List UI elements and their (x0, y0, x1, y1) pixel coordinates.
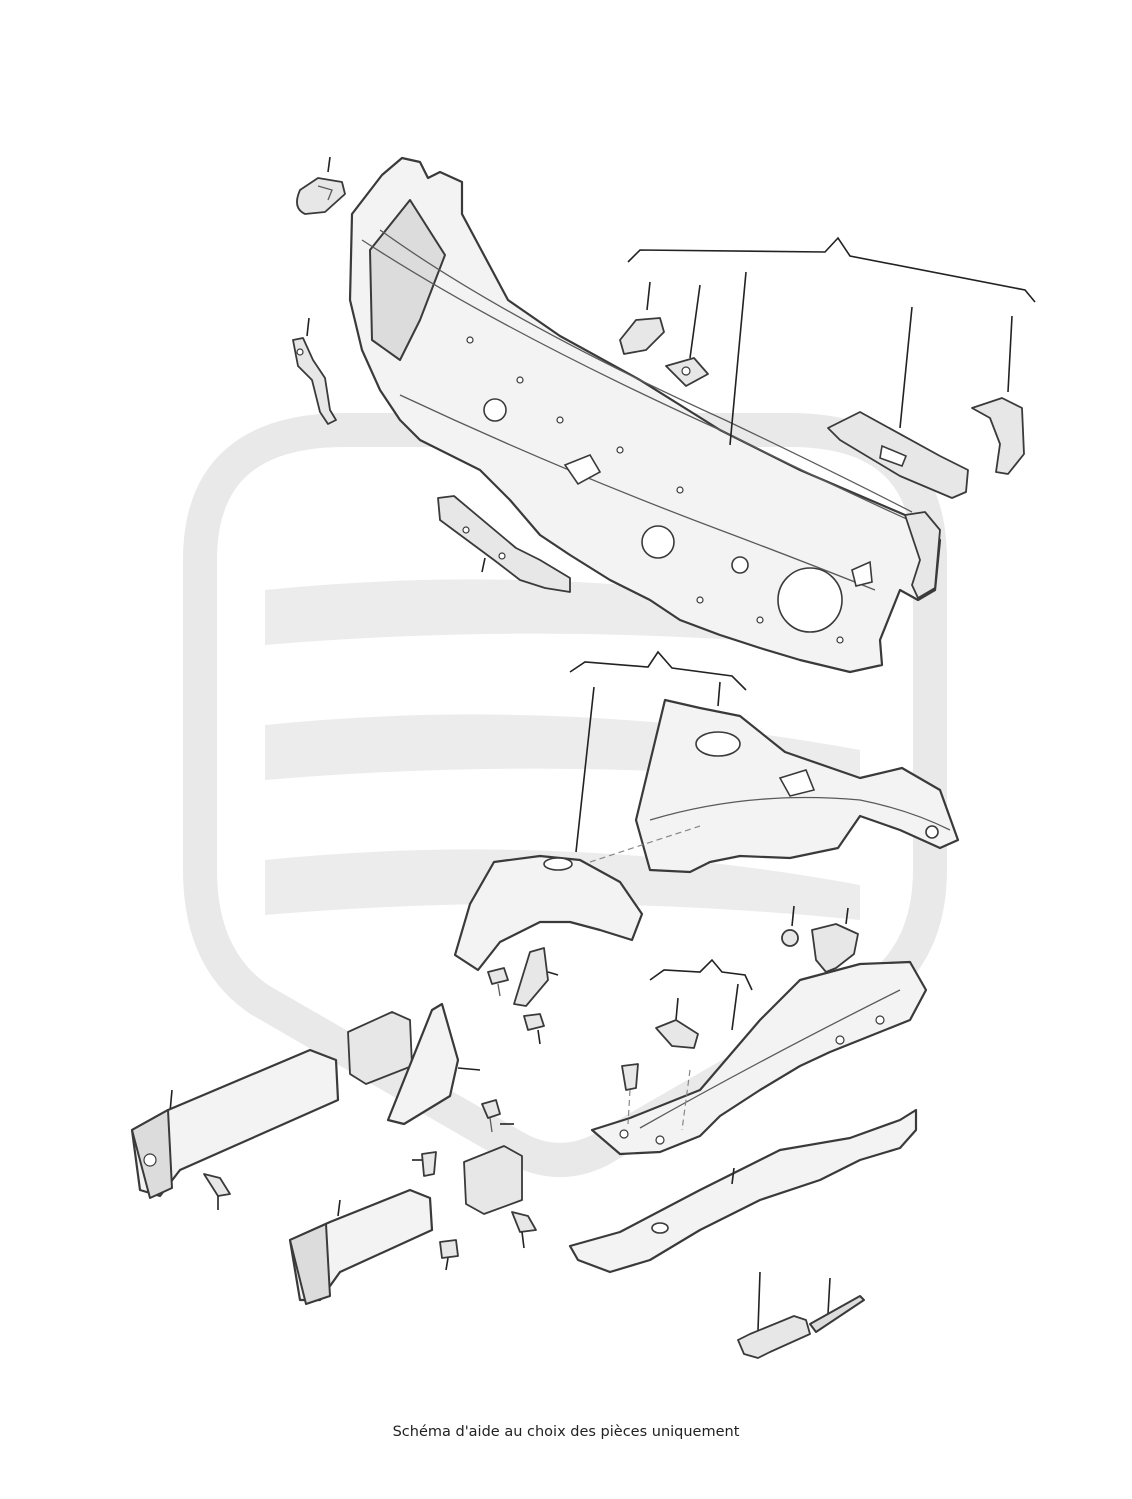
rivet-i[interactable] (439, 1239, 459, 1271)
nut-plate[interactable] (665, 357, 709, 387)
mid-mounting-bracket[interactable] (437, 495, 571, 593)
bolt-b[interactable] (523, 1013, 545, 1045)
anchor-bracket[interactable] (513, 947, 559, 1007)
rail-bracket[interactable] (655, 1019, 699, 1049)
crash-box-upper[interactable] (130, 1048, 340, 1199)
strut-tower[interactable] (634, 698, 960, 874)
closing-plate[interactable] (386, 1002, 481, 1126)
foam-absorber-lower[interactable] (463, 1145, 523, 1215)
lower-rail-extension[interactable] (568, 1108, 918, 1274)
nut-c[interactable] (781, 905, 799, 947)
rivet-g[interactable] (412, 1151, 437, 1177)
bolt-e[interactable] (481, 1099, 514, 1133)
left-cowl-bracket[interactable] (292, 317, 337, 425)
cowl-reinforcement-group (627, 236, 1036, 446)
mount-bracket-d[interactable] (811, 907, 859, 973)
bolt-f[interactable] (203, 1173, 231, 1210)
upper-mount-bracket[interactable] (296, 156, 346, 215)
repair-kit[interactable] (737, 1271, 865, 1359)
bolt-h[interactable] (511, 1211, 537, 1249)
reinforcement-plate-right[interactable] (827, 411, 969, 499)
front-chassis-rail[interactable] (590, 960, 928, 1156)
side-bracket-right[interactable] (971, 397, 1025, 475)
diagram-caption: Schéma d'aide au choix des pièces unique… (392, 1424, 740, 1440)
crash-box-lower[interactable] (288, 1188, 434, 1305)
rivet-nut[interactable] (621, 1063, 691, 1131)
small-bracket-a[interactable] (619, 317, 665, 355)
bolt-a[interactable] (487, 967, 509, 997)
wheel-arch[interactable] (453, 825, 701, 972)
chassis-rail-group (649, 958, 753, 1031)
strut-tower-group (569, 650, 747, 853)
bulkhead-panel[interactable] (348, 156, 942, 674)
